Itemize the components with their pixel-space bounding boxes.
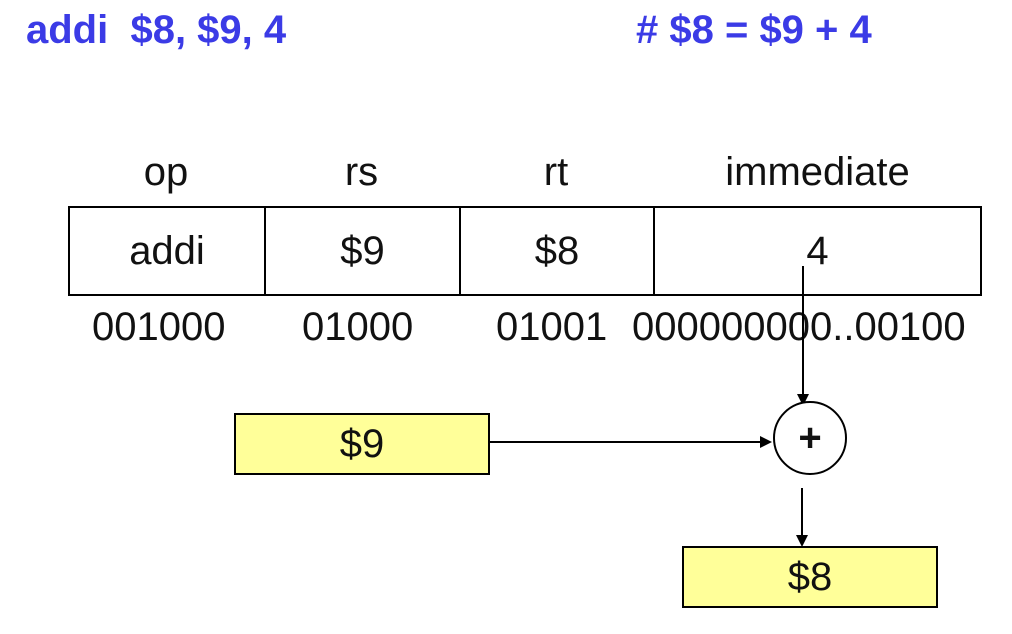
field-label-immediate: immediate: [725, 150, 910, 194]
field-label-op: op: [143, 150, 189, 194]
dest-register-box: $8: [682, 546, 938, 608]
field-value-immediate: 4: [806, 228, 829, 273]
instruction-comment: # $8 = $9 + 4: [636, 8, 872, 52]
adder-plus-icon: +: [798, 415, 822, 460]
field-label-rs: rs: [344, 150, 379, 194]
instruction-format-table: addi $9 $8 4: [68, 206, 982, 296]
instruction-title: addi $8, $9, 4: [26, 8, 287, 52]
binary-immediate: 000000000..00100: [632, 305, 966, 349]
source-register-box: $9: [234, 413, 490, 475]
field-label-rt: rt: [543, 150, 569, 194]
field-value-rs: $9: [266, 208, 461, 294]
binary-rs: 01000: [302, 305, 414, 349]
field-value-rt: $8: [461, 208, 655, 294]
binary-op: 001000: [92, 305, 226, 349]
binary-rt: 01001: [496, 305, 608, 349]
field-value-op: addi: [70, 208, 266, 294]
